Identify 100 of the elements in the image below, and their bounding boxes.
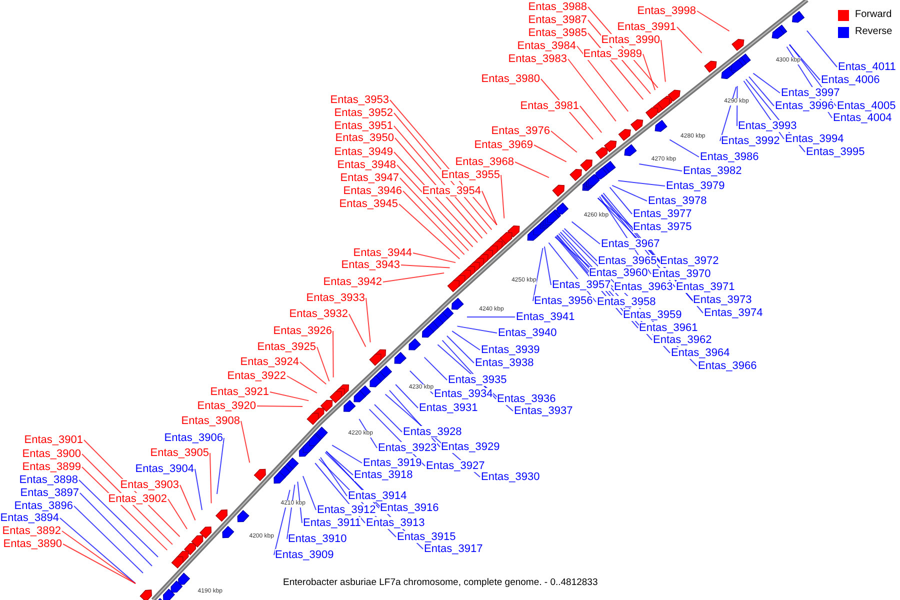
gene-label: Entas_3966	[698, 360, 757, 372]
gene-label: Entas_3981	[520, 100, 579, 112]
gene-label: Entas_3926	[273, 325, 332, 337]
leader-line	[676, 26, 702, 54]
gene-label: Entas_3971	[676, 281, 735, 293]
gene-label: Entas_3988	[528, 1, 587, 13]
gene-label: Entas_3922	[227, 370, 286, 382]
leader-line	[571, 221, 600, 244]
gene-label: Entas_3967	[601, 238, 660, 250]
gene-label: Entas_3973	[693, 294, 752, 306]
leader-line	[720, 86, 737, 142]
leader-line	[398, 204, 460, 260]
gene-label: Entas_3944	[353, 247, 412, 259]
gene-label: Entas_3902	[108, 493, 167, 505]
leader-line	[394, 126, 488, 234]
gene-label: Entas_3916	[380, 502, 439, 514]
legend-label: Reverse	[855, 26, 892, 38]
leader-line	[316, 346, 330, 382]
leader-line	[402, 190, 465, 256]
gene-label: Entas_3962	[653, 334, 712, 346]
gene-label: Entas_3998	[637, 5, 696, 17]
leader-line	[669, 139, 700, 158]
gene-label: Entas_3941	[516, 311, 575, 323]
gene-label: Entas_3946	[343, 185, 402, 197]
leader-line	[374, 404, 402, 432]
leader-line	[550, 130, 578, 153]
gene-label: Entas_3953	[330, 94, 389, 106]
leader-line	[382, 272, 445, 282]
gene-label: Entas_3932	[289, 308, 348, 320]
gene-label: Entas_3931	[419, 402, 478, 414]
leader-line	[60, 518, 136, 584]
gene-label: Entas_3975	[633, 221, 692, 233]
gene-label: Entas_3942	[323, 276, 382, 288]
gene-label: Entas_3900	[22, 448, 81, 460]
gene-label: Entas_3977	[633, 208, 692, 220]
gene-label: Entas_3894	[0, 512, 59, 524]
gene-label: Entas_3994	[785, 133, 844, 145]
leader-line	[256, 406, 304, 408]
leader-line	[618, 180, 666, 186]
leader-line	[748, 76, 774, 106]
gene-label: Entas_3897	[20, 487, 79, 499]
gene-label: Entas_3937	[514, 405, 573, 417]
gene-label: Entas_3935	[448, 374, 507, 386]
leader-line	[456, 326, 498, 334]
leader-line	[286, 484, 296, 540]
gene-label: Entas_4004	[833, 112, 892, 124]
leader-line	[696, 10, 730, 32]
gene-label: Entas_3912	[317, 504, 376, 516]
gene-label: Entas_4006	[821, 74, 880, 86]
gene-label: Entas_3969	[474, 139, 533, 151]
gene-label: Entas_3979	[666, 180, 725, 192]
gene-label: Entas_3923	[378, 442, 437, 454]
gene-label: Entas_3972	[660, 255, 719, 267]
leader-line	[568, 58, 616, 122]
leader-line	[500, 174, 505, 219]
leader-line	[194, 468, 202, 510]
gene-label: Entas_3989	[583, 48, 642, 60]
gene-label: Entas_3995	[806, 146, 865, 158]
gene-label: Entas_3992	[721, 135, 780, 147]
leader-line	[609, 186, 632, 214]
gene-label: Entas_3949	[334, 146, 393, 158]
leader-line	[332, 444, 362, 464]
leader-line	[396, 164, 474, 248]
leader-line	[556, 235, 588, 274]
leader-line	[80, 492, 152, 566]
gene-label: Entas_3943	[341, 259, 400, 271]
gene-label: Entas_3950	[335, 132, 394, 144]
legend-label: Forward	[855, 9, 892, 21]
gene-label: Entas_3901	[24, 434, 83, 446]
leader-line	[395, 384, 418, 408]
leader-line	[270, 392, 310, 402]
leader-line	[168, 498, 188, 530]
gene-label: Entas_3957	[552, 279, 611, 291]
leader-line	[180, 484, 196, 521]
gene-label: Entas_3956	[534, 295, 593, 307]
gene-label: Entas_3911	[303, 517, 361, 529]
leader-line	[286, 376, 318, 394]
gene-label: Entas_3890	[3, 538, 62, 550]
leader-line	[660, 40, 666, 82]
leader-line	[300, 362, 327, 385]
gene-label: Entas_3997	[781, 87, 840, 99]
gene-label: Entas_3964	[671, 347, 730, 359]
gene-label: Entas_3928	[403, 426, 462, 438]
gene-label: Entas_3952	[334, 107, 393, 119]
gene-label: Entas_3934	[434, 388, 493, 400]
leader-line	[482, 190, 498, 226]
leader-line	[446, 335, 474, 364]
gene-label: Entas_4005	[837, 100, 896, 112]
gene-label: Entas_3919	[363, 457, 422, 469]
gene-label: Entas_3939	[481, 344, 540, 356]
gene-label: Entas_3954	[422, 185, 481, 197]
gene-label: Entas_3985	[528, 27, 587, 39]
leader-line	[412, 252, 456, 264]
gene-label: Entas_3924	[240, 356, 299, 368]
gene-label: Entas_3983	[508, 53, 567, 65]
gene-label: Entas_3899	[22, 461, 81, 473]
gene-label: Entas_3993	[738, 120, 797, 132]
gene-label: Entas_3914	[348, 490, 407, 502]
leader-line	[240, 420, 250, 464]
leader-line	[394, 138, 483, 239]
